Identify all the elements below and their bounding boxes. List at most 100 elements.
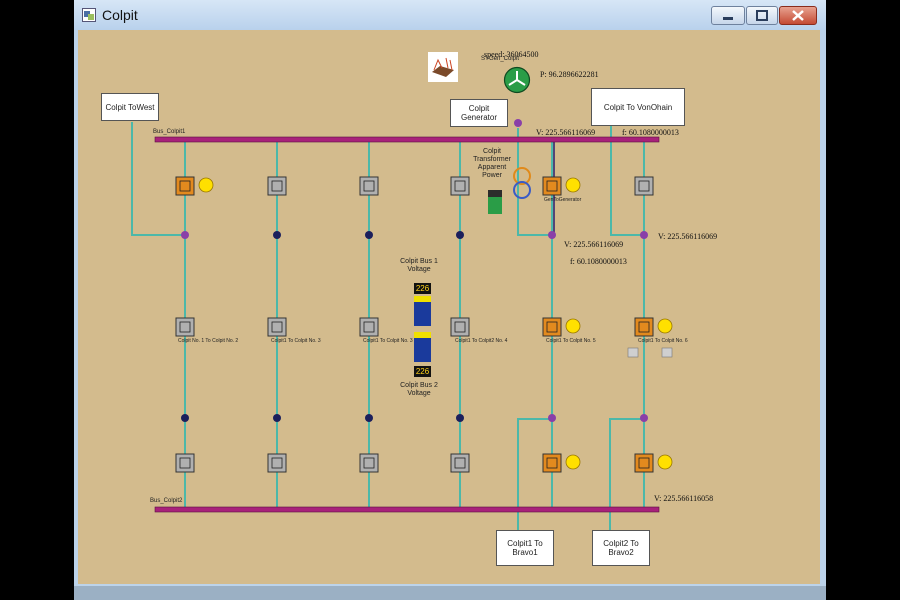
bus-colpit2[interactable]	[154, 506, 660, 513]
breaker-r3-c6-warning-icon	[657, 454, 673, 470]
generator-name: SYGen_Colpit	[481, 56, 520, 62]
maximize-button[interactable]	[746, 6, 778, 25]
node-upper-4	[456, 231, 464, 239]
node-lower-6	[640, 414, 648, 422]
line-to-bravo2	[609, 418, 644, 530]
close-icon	[792, 10, 804, 21]
label-colpit-generator[interactable]: Colpit Generator	[450, 99, 508, 127]
breaker-r1-c2[interactable]	[267, 176, 287, 196]
feeder5-frequency: f: 60.1080000013	[570, 257, 627, 266]
breaker-r1-c5[interactable]	[542, 176, 562, 196]
breaker-r1-c2-inner	[271, 180, 283, 192]
line-to-bravo1	[517, 418, 552, 530]
minimize-button[interactable]	[711, 6, 745, 25]
breaker-r2-c3[interactable]	[359, 317, 379, 337]
node-lower-5	[548, 414, 556, 422]
gen-breaker-label: GenToGenerator	[544, 197, 582, 203]
transformer-winding-upper-icon[interactable]	[513, 167, 531, 185]
generator-power: P: 96.2896622281	[540, 70, 599, 79]
breaker5-label: Colpit1 To Colpit No. 5	[546, 338, 596, 344]
breaker-r3-c2[interactable]	[267, 453, 287, 473]
breaker-r3-c3-inner	[363, 457, 375, 469]
breaker-r1-c1[interactable]	[175, 176, 195, 196]
transformer-winding-lower-icon[interactable]	[513, 181, 531, 199]
breaker6-label: Colpit1 To Colpit No. 6	[638, 338, 688, 344]
breaker-r1-c3-inner	[363, 180, 375, 192]
breaker-r3-c3[interactable]	[359, 453, 379, 473]
breaker-r2-c2[interactable]	[267, 317, 287, 337]
breaker-r3-c5-warning-icon	[565, 454, 581, 470]
breaker-r3-c1[interactable]	[175, 453, 195, 473]
breaker-r1-c1-inner	[179, 180, 191, 192]
breaker-r3-c4[interactable]	[450, 453, 470, 473]
bus2-voltage-meter-label: Colpit Bus 2 Voltage	[400, 382, 438, 397]
generator-speed: speed: 36064500	[484, 50, 539, 59]
breaker-r1-c3[interactable]	[359, 176, 379, 196]
node-lower-4	[456, 414, 464, 422]
breaker-r1-c6[interactable]	[634, 176, 654, 196]
node-upper-1	[181, 231, 189, 239]
breaker-r2-c6-warning-icon	[657, 318, 673, 334]
substation-picture-icon	[428, 52, 458, 82]
breaker-r1-c5-warning-icon	[565, 177, 581, 193]
transformer-power-bar	[488, 190, 502, 214]
breaker-r2-c5[interactable]	[542, 317, 562, 337]
generator-icon[interactable]	[503, 66, 531, 94]
single-line-diagram	[131, 119, 673, 530]
node-upper-2	[273, 231, 281, 239]
breaker-r2-c5-inner	[546, 321, 558, 333]
status-strip	[74, 586, 826, 600]
breaker-r3-c5[interactable]	[542, 453, 562, 473]
app-icon	[82, 8, 96, 22]
node-upper-3	[365, 231, 373, 239]
node-lower-3	[365, 414, 373, 422]
breaker1-label: Colpit No. 1 To Colpit No. 2	[178, 338, 239, 344]
breaker4-label: Colpit1 To Colpit2 No. 4	[455, 338, 508, 344]
breaker-r1-c4-inner	[454, 180, 466, 192]
diagram-canvas: speed: 36064500 SYGen_Colpit P: 96.28966…	[78, 30, 820, 584]
breaker-r1-c6-inner	[638, 180, 650, 192]
node-upper-5	[548, 231, 556, 239]
breaker-r2-c4-inner	[454, 321, 466, 333]
breaker-r2-c3-inner	[363, 321, 375, 333]
label-colpit-to-vonohain[interactable]: Colpit To VonOhain	[591, 88, 685, 126]
feeder5-voltage: V: 225.566116069	[564, 240, 624, 249]
bus1-voltage-meter-label: Colpit Bus 1 Voltage	[400, 258, 438, 273]
bus-colpit1[interactable]	[154, 136, 660, 143]
breaker-r2-c1[interactable]	[175, 317, 195, 337]
breaker-r2-c4[interactable]	[450, 317, 470, 337]
node-lower-1	[181, 414, 189, 422]
transformer-power-label: Colpit Transformer Apparent Power	[473, 148, 511, 179]
close-button[interactable]	[779, 6, 817, 25]
breaker-r2-c6-inner	[638, 321, 650, 333]
bus2-name: Bus_Colpit2	[150, 498, 183, 504]
window-title: Colpit	[102, 7, 138, 23]
bus2-voltage-meter-bar	[414, 332, 431, 362]
breaker-r2-c1-inner	[179, 321, 191, 333]
label-colpit1-to-bravo1[interactable]: Colpit1 To Bravo1	[496, 530, 554, 566]
generator-node	[514, 119, 522, 127]
bus1-voltage-meter-bar	[414, 296, 431, 326]
breaker-r1-c1-warning-icon	[198, 177, 214, 193]
breaker3-label: Colpit1 To Colpit No. 3	[363, 338, 413, 344]
breaker-r2-c5-warning-icon	[565, 318, 581, 334]
breaker-r1-c5-inner	[546, 180, 558, 192]
indicator-a-icon	[627, 347, 639, 358]
bus2-voltage-meter-value: 226	[414, 366, 431, 377]
breaker-r2-c6[interactable]	[634, 317, 654, 337]
breaker-r3-c2-inner	[271, 457, 283, 469]
bus2-voltage: V: 225.566116058	[654, 494, 714, 503]
transformer-power-fill	[488, 197, 502, 214]
minimize-icon	[723, 17, 733, 20]
node-upper-6	[640, 231, 648, 239]
breaker-r3-c1-inner	[179, 457, 191, 469]
breaker-r3-c4-inner	[454, 457, 466, 469]
breaker-r1-c4[interactable]	[450, 176, 470, 196]
label-colpit2-to-bravo2[interactable]: Colpit2 To Bravo2	[592, 530, 650, 566]
label-colpit-to-west[interactable]: Colpit ToWest	[101, 93, 159, 121]
breaker-r3-c6[interactable]	[634, 453, 654, 473]
feeder6-voltage: V: 225.566116069	[658, 232, 718, 241]
breaker-r3-c6-inner	[638, 457, 650, 469]
bus1-name: Bus_Colpit1	[153, 129, 186, 135]
title-bar[interactable]: Colpit	[74, 0, 826, 30]
